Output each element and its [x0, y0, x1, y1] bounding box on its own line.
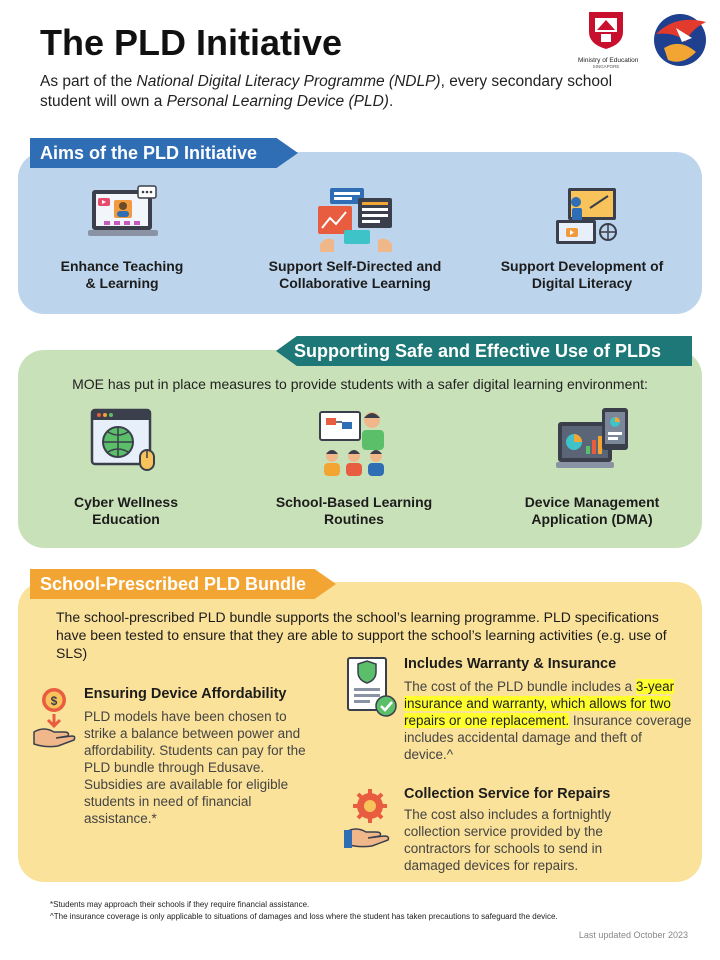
intro-text: As part of the National Digital Literacy… — [40, 73, 613, 110]
repair-service-icon — [344, 789, 390, 848]
collection-body: The cost also includes a fortnightly col… — [404, 807, 612, 873]
warranty-document-icon — [347, 657, 397, 717]
pld-name: Personal Learning Device (PLD) — [166, 93, 389, 110]
footnote-financial: *Students may approach their schools if … — [50, 900, 310, 909]
aim-label-teaching: Enhance Teaching& Learning — [60, 258, 184, 291]
warranty-body: The cost of the PLD bundle includes a 3-… — [404, 679, 692, 762]
page-title: The PLD Initiative — [40, 22, 343, 63]
warranty-title: Includes Warranty & Insurance — [404, 656, 617, 672]
web-globe-icon — [90, 408, 155, 471]
moe-logo-name: Ministry of Education — [578, 57, 639, 64]
moe-crest-icon — [589, 12, 623, 49]
classroom-icon — [319, 411, 384, 476]
affordability-body: PLD models have been chosen to strike a … — [84, 709, 306, 826]
ndlp-name: National Digital Literacy Programme (NDL… — [136, 73, 441, 90]
bundle-lead: The school-prescribed PLD bundle support… — [56, 609, 667, 661]
affordability-title: Ensuring Device Affordability — [84, 686, 287, 702]
safe-use-lead: MOE has put in place measures to provide… — [72, 376, 648, 392]
online-lesson-icon — [88, 185, 158, 236]
school-logo-icon — [654, 14, 706, 66]
safe-use-heading: Supporting Safe and Effective Use of PLD… — [276, 336, 692, 366]
collaboration-icon — [318, 188, 392, 252]
bundle-heading: School-Prescribed PLD Bundle — [30, 569, 336, 599]
moe-logo: Ministry of Education SINGAPORE — [578, 10, 639, 69]
device-dashboard-icon — [556, 408, 628, 468]
collection-title: Collection Service for Repairs — [404, 786, 611, 802]
affordability-icon: $ — [33, 688, 76, 748]
last-updated: Last updated October 2023 — [578, 930, 688, 940]
svg-text:$: $ — [51, 694, 58, 708]
footnote-insurance: ^The insurance coverage is only applicab… — [50, 912, 558, 921]
digital-literacy-icon — [556, 188, 617, 244]
moe-logo-country: SINGAPORE — [592, 64, 620, 69]
aims-heading: Aims of the PLD Initiative — [30, 138, 298, 168]
